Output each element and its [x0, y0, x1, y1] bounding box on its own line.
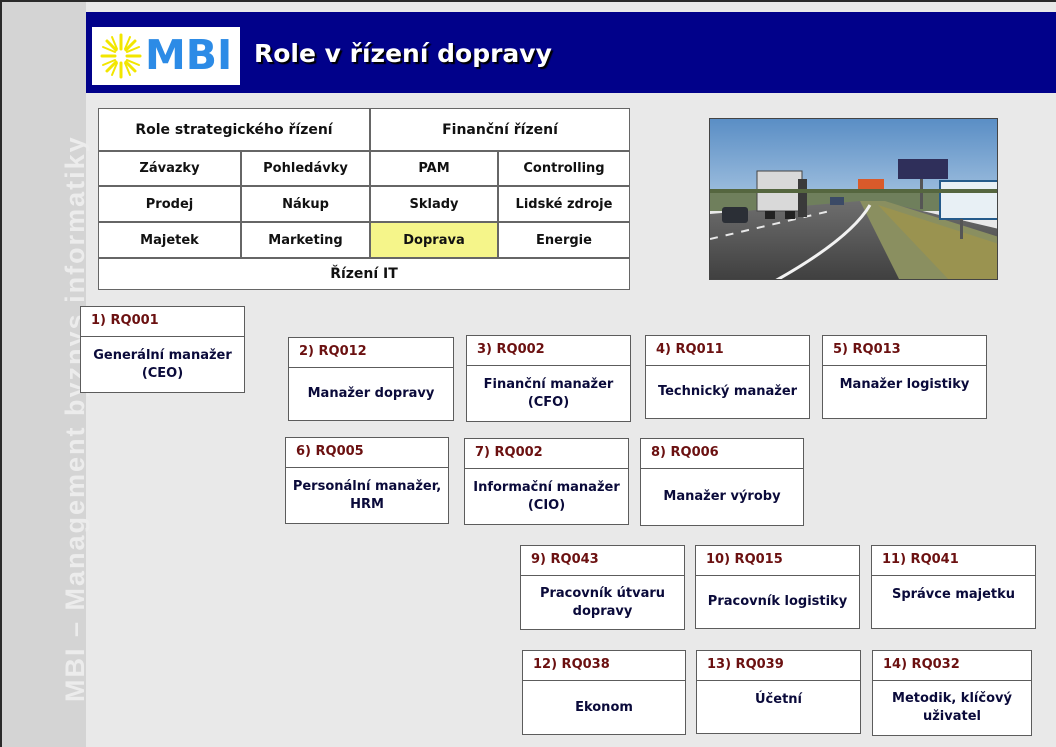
role-code: 6) RQ005: [286, 438, 448, 468]
highway-photo: [709, 118, 998, 280]
role-card-hrm[interactable]: 6) RQ005 Personální manažer, HRM: [285, 437, 449, 524]
role-code: 4) RQ011: [646, 336, 809, 366]
page-title: Role v řízení dopravy: [254, 39, 552, 68]
role-card-accountant[interactable]: 13) RQ039 Účetní: [696, 650, 861, 734]
role-name: Personální manažer, HRM: [292, 478, 442, 512]
role-code: 11) RQ041: [872, 546, 1035, 576]
logo-text: MBI: [145, 31, 233, 79]
role-code: 5) RQ013: [823, 336, 986, 366]
menu-item-doprava[interactable]: Doprava: [370, 222, 498, 258]
role-name: Účetní: [754, 692, 802, 707]
menu-item-nakup[interactable]: Nákup: [241, 186, 370, 222]
role-name: Manažer dopravy: [307, 386, 435, 401]
role-card-transport-manager[interactable]: 2) RQ012 Manažer dopravy: [288, 337, 454, 421]
menu-item-finance[interactable]: Finanční řízení: [370, 108, 630, 151]
menu-item-rizeni-it[interactable]: Řízení IT: [98, 258, 630, 290]
role-name: Generální manažer (CEO): [93, 347, 232, 381]
role-code: 3) RQ002: [467, 336, 630, 366]
menu-item-sklady[interactable]: Sklady: [370, 186, 498, 222]
role-card-transport-worker[interactable]: 9) RQ043 Pracovník útvaru dopravy: [520, 545, 685, 630]
role-name: Správce majetku: [891, 587, 1016, 602]
role-name: Manažer výroby: [663, 489, 781, 504]
role-card-cfo[interactable]: 3) RQ002 Finanční manažer (CFO): [466, 335, 631, 422]
highway-photo-image: [710, 119, 997, 279]
header-bar: [86, 12, 1056, 93]
menu-item-energie[interactable]: Energie: [498, 222, 630, 258]
role-card-economist[interactable]: 12) RQ038 Ekonom: [522, 650, 686, 735]
menu-item-marketing[interactable]: Marketing: [241, 222, 370, 258]
mbi-logo: MBI: [92, 27, 240, 85]
sidebar-caption: MBI – Management byznys informatiky: [60, 135, 90, 702]
sidebar: MBI – Management byznys informatiky: [2, 2, 90, 747]
role-card-logistics-worker[interactable]: 10) RQ015 Pracovník logistiky: [695, 545, 860, 629]
role-name: Pracovník logistiky: [707, 594, 848, 609]
role-card-logistics-manager[interactable]: 5) RQ013 Manažer logistiky: [822, 335, 987, 419]
menu-item-lidske-zdroje[interactable]: Lidské zdroje: [498, 186, 630, 222]
role-code: 7) RQ002: [465, 439, 628, 469]
sun-icon: [100, 33, 142, 79]
menu-item-pam[interactable]: PAM: [370, 151, 498, 186]
role-card-technical-manager[interactable]: 4) RQ011 Technický manažer: [645, 335, 810, 419]
role-name: Manažer logistiky: [839, 377, 970, 392]
role-card-cio[interactable]: 7) RQ002 Informační manažer (CIO): [464, 438, 629, 525]
role-name: Technický manažer: [657, 384, 798, 399]
role-code: 9) RQ043: [521, 546, 684, 576]
role-code: 12) RQ038: [523, 651, 685, 681]
role-code: 14) RQ032: [873, 651, 1031, 681]
role-card-production-manager[interactable]: 8) RQ006 Manažer výroby: [640, 438, 804, 526]
role-card-methodologist[interactable]: 14) RQ032 Metodik, klíčový uživatel: [872, 650, 1032, 736]
menu-item-pohledavky[interactable]: Pohledávky: [241, 151, 370, 186]
menu-item-zavazky[interactable]: Závazky: [98, 151, 241, 186]
role-name: Ekonom: [575, 699, 633, 715]
menu-item-prodej[interactable]: Prodej: [98, 186, 241, 222]
role-name: Informační manažer (CIO): [473, 479, 620, 513]
role-code: 2) RQ012: [289, 338, 453, 368]
role-code: 10) RQ015: [696, 546, 859, 576]
role-card-ceo[interactable]: 1) RQ001 Generální manažer (CEO): [80, 306, 245, 393]
role-name: Metodik, klíčový uživatel: [892, 691, 1012, 724]
role-code: 8) RQ006: [641, 439, 803, 469]
role-code: 1) RQ001: [81, 307, 244, 337]
role-code: 13) RQ039: [697, 651, 860, 681]
menu-item-controlling[interactable]: Controlling: [498, 151, 630, 186]
role-name: Finanční manažer (CFO): [483, 376, 614, 410]
menu-item-majetek[interactable]: Majetek: [98, 222, 241, 258]
menu-item-strategic[interactable]: Role strategického řízení: [98, 108, 370, 151]
role-card-asset-administrator[interactable]: 11) RQ041 Správce majetku: [871, 545, 1036, 629]
role-name: Pracovník útvaru dopravy: [539, 585, 666, 619]
